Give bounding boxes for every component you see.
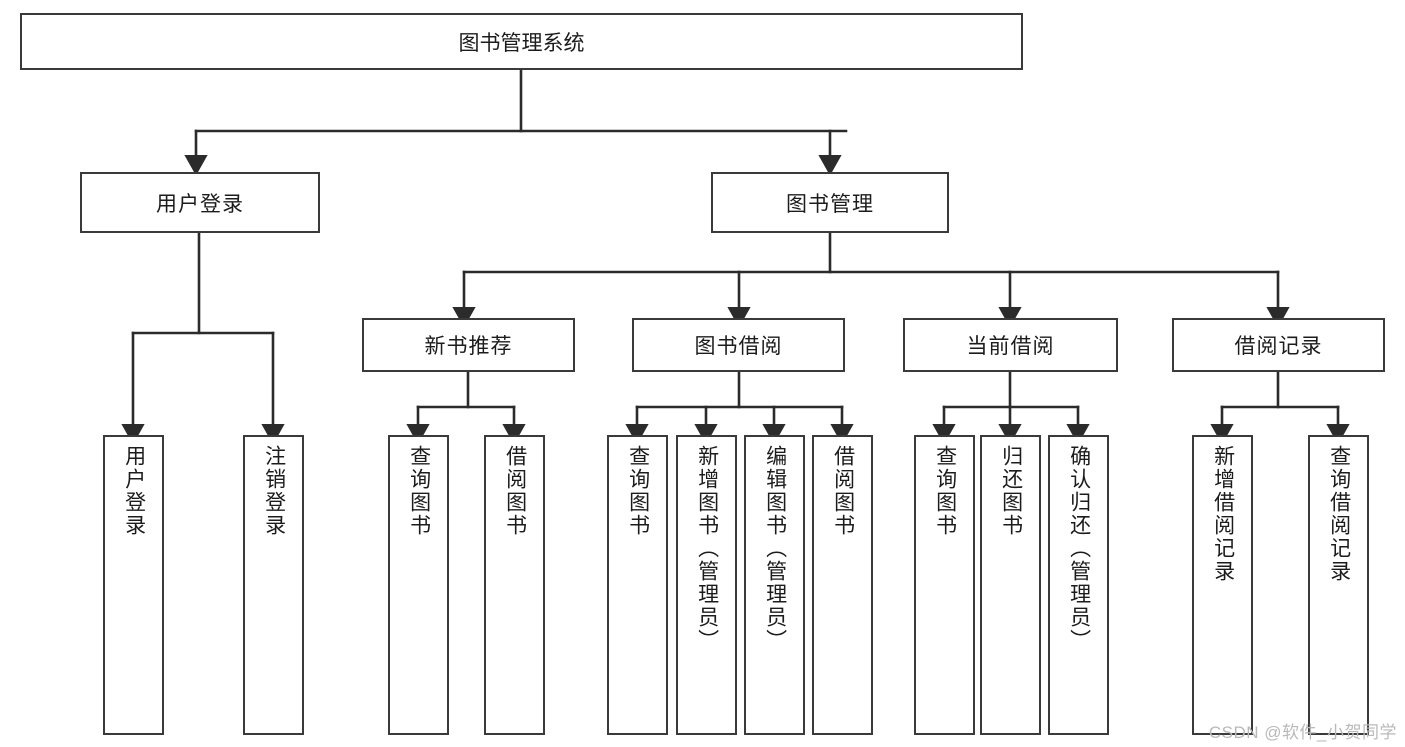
node-borrow-record[interactable]: 借阅记录 [1172,318,1385,372]
node-borrow-record-label: 借阅记录 [1234,335,1323,358]
node-new-book-recommend-label: 新书推荐 [424,335,513,358]
leaf-borrow-add-book-admin[interactable]: 新增图书（管理员） [676,435,737,735]
leaf-label: 查询借阅记录 [1327,445,1351,583]
leaf-label: 用户登录 [122,445,146,537]
leaf-label: 新增图书（管理员） [695,445,719,652]
leaf-current-confirm-return-admin[interactable]: 确认归还（管理员） [1048,435,1109,735]
node-book-borrow[interactable]: 图书借阅 [632,318,845,372]
leaf-user-login-login[interactable]: 用户登录 [103,435,164,735]
leaf-current-return-book[interactable]: 归还图书 [980,435,1041,735]
leaf-user-login-logout[interactable]: 注销登录 [243,435,304,735]
node-book-management[interactable]: 图书管理 [711,172,949,233]
leaf-new-book-query[interactable]: 查询图书 [388,435,449,735]
leaf-borrow-borrow-book[interactable]: 借阅图书 [812,435,873,735]
leaf-borrow-query-book[interactable]: 查询图书 [607,435,668,735]
leaf-current-query-book[interactable]: 查询图书 [914,435,975,735]
node-current-borrow-label: 当前借阅 [966,335,1055,358]
leaf-label: 查询图书 [626,445,650,537]
leaf-record-add[interactable]: 新增借阅记录 [1192,435,1253,735]
leaf-label: 注销登录 [262,445,286,537]
node-root-label: 图书管理系统 [458,31,585,55]
node-user-login-label: 用户登录 [156,192,244,216]
leaf-borrow-edit-book-admin[interactable]: 编辑图书（管理员） [744,435,805,735]
node-book-borrow-label: 图书借阅 [694,335,783,358]
leaf-new-book-borrow[interactable]: 借阅图书 [484,435,545,735]
node-user-login[interactable]: 用户登录 [80,172,320,233]
leaf-label: 查询图书 [407,445,431,537]
leaf-label: 借阅图书 [503,445,527,537]
leaf-label: 编辑图书（管理员） [763,445,787,652]
node-root[interactable]: 图书管理系统 [20,13,1023,70]
node-current-borrow[interactable]: 当前借阅 [903,318,1118,372]
leaf-label: 确认归还（管理员） [1067,445,1091,652]
node-new-book-recommend[interactable]: 新书推荐 [362,318,575,372]
leaf-label: 新增借阅记录 [1211,445,1235,583]
leaf-label: 查询图书 [933,445,957,537]
leaf-label: 归还图书 [999,445,1023,537]
leaf-record-query[interactable]: 查询借阅记录 [1308,435,1369,735]
node-book-management-label: 图书管理 [786,192,874,216]
leaf-label: 借阅图书 [831,445,855,537]
